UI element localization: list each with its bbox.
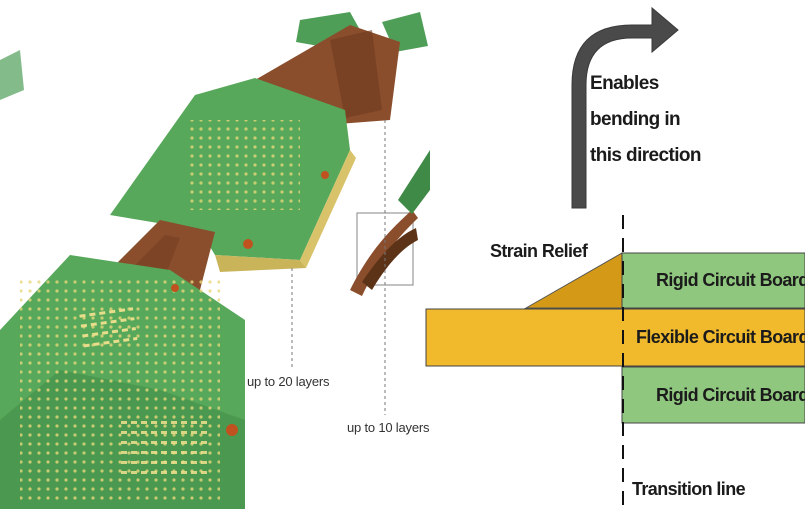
- transition-line-label: Transition line: [632, 479, 746, 499]
- middle-board-dots: [190, 120, 300, 210]
- label-up-to-20-layers: up to 20 layers: [247, 374, 330, 389]
- middle-board-gold-edge: [300, 150, 356, 268]
- pcb-photo: [0, 12, 430, 509]
- bending-arrow[interactable]: [571, 6, 679, 209]
- rigid-circuit-board-bottom-bar: [621, 366, 805, 424]
- via-pad: [171, 284, 179, 292]
- middle-board-bottom-edge: [215, 255, 306, 272]
- side-view-layers-dark: [362, 228, 418, 290]
- rigid-circuit-board-top-bar: [621, 252, 805, 309]
- via-pad: [243, 239, 253, 249]
- upper-flex-cable-shade: [330, 30, 382, 118]
- arrow-caption-line-2: bending in: [590, 109, 681, 130]
- rigid-circuit-board-bottom-label: Rigid Circuit Board: [656, 385, 805, 405]
- via-pad: [321, 171, 329, 179]
- rigid-flex-diagram: [425, 6, 805, 509]
- arrow-caption-line-3: this direction: [590, 145, 701, 166]
- chip-grid: [77, 301, 138, 349]
- flexible-circuit-board-bar: [425, 308, 805, 367]
- side-view-layers: [350, 210, 418, 296]
- rigid-circuit-board-top-label: Rigid Circuit Board: [656, 270, 805, 290]
- flexible-circuit-board-label: Flexible Circuit Board: [636, 327, 805, 347]
- arrow-caption-line-1: Enables: [590, 73, 659, 94]
- strain-relief-label: Strain Relief: [490, 241, 588, 261]
- pad-row: [120, 420, 210, 480]
- left-board-corner: [0, 50, 24, 100]
- via-pad: [226, 424, 238, 436]
- label-up-to-10-layers: up to 10 layers: [347, 420, 430, 435]
- side-view-top-board: [398, 150, 430, 214]
